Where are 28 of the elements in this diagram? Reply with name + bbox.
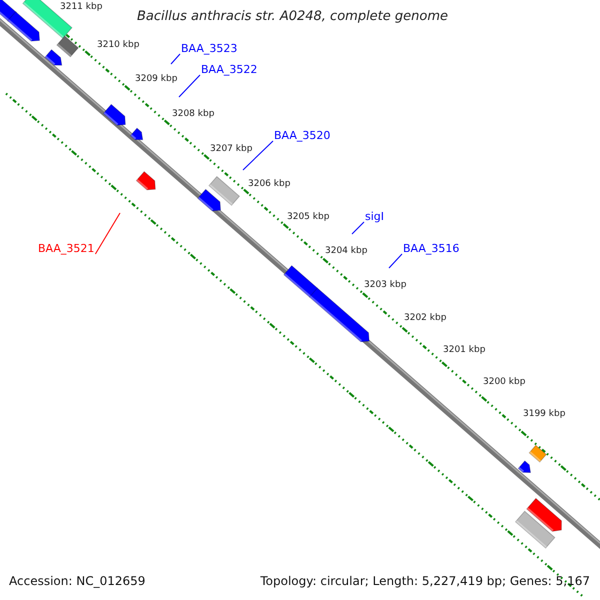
- tick-label: 3208 kbp: [172, 109, 214, 119]
- genome-info-text: Topology: circular; Length: 5,227,419 bp; Genes: 5,167: [260, 574, 590, 588]
- gene-label: BAA_3520: [274, 129, 330, 142]
- tick-label: 3202 kbp: [404, 313, 446, 323]
- gene-label: BAA_3516: [403, 242, 460, 255]
- leader-line: [242, 140, 274, 170]
- gene-label: BAA_3522: [201, 63, 258, 76]
- tick-label: 3199 kbp: [523, 409, 566, 419]
- tick-label: 3211 kbp: [60, 2, 102, 12]
- tick-label: 3206 kbp: [248, 179, 290, 189]
- tick-label: 3201 kbp: [443, 345, 486, 355]
- leader-line: [388, 254, 402, 268]
- gene-label: BAA_3521: [38, 242, 94, 255]
- leader-line: [170, 54, 180, 64]
- leader-line: [94, 212, 120, 254]
- tick-label: 3204 kbp: [325, 246, 368, 256]
- tick-label: 3209 kbp: [135, 74, 178, 84]
- accession-text: Accession: NC_012659: [9, 574, 146, 588]
- tick-label: 3207 kbp: [210, 144, 252, 154]
- leader-line: [178, 74, 200, 98]
- tick-label: 3210 kbp: [97, 40, 140, 50]
- gene-label: BAA_3523: [181, 42, 238, 55]
- tick-label: 3203 kbp: [364, 280, 406, 290]
- tick-label: 3205 kbp: [287, 212, 330, 222]
- tick-label: 3200 kbp: [483, 377, 526, 387]
- leader-line: [352, 222, 364, 234]
- map-title: Bacillus anthracis str. A0248, complete genome: [137, 9, 448, 24]
- gene-label: sigI: [365, 210, 384, 223]
